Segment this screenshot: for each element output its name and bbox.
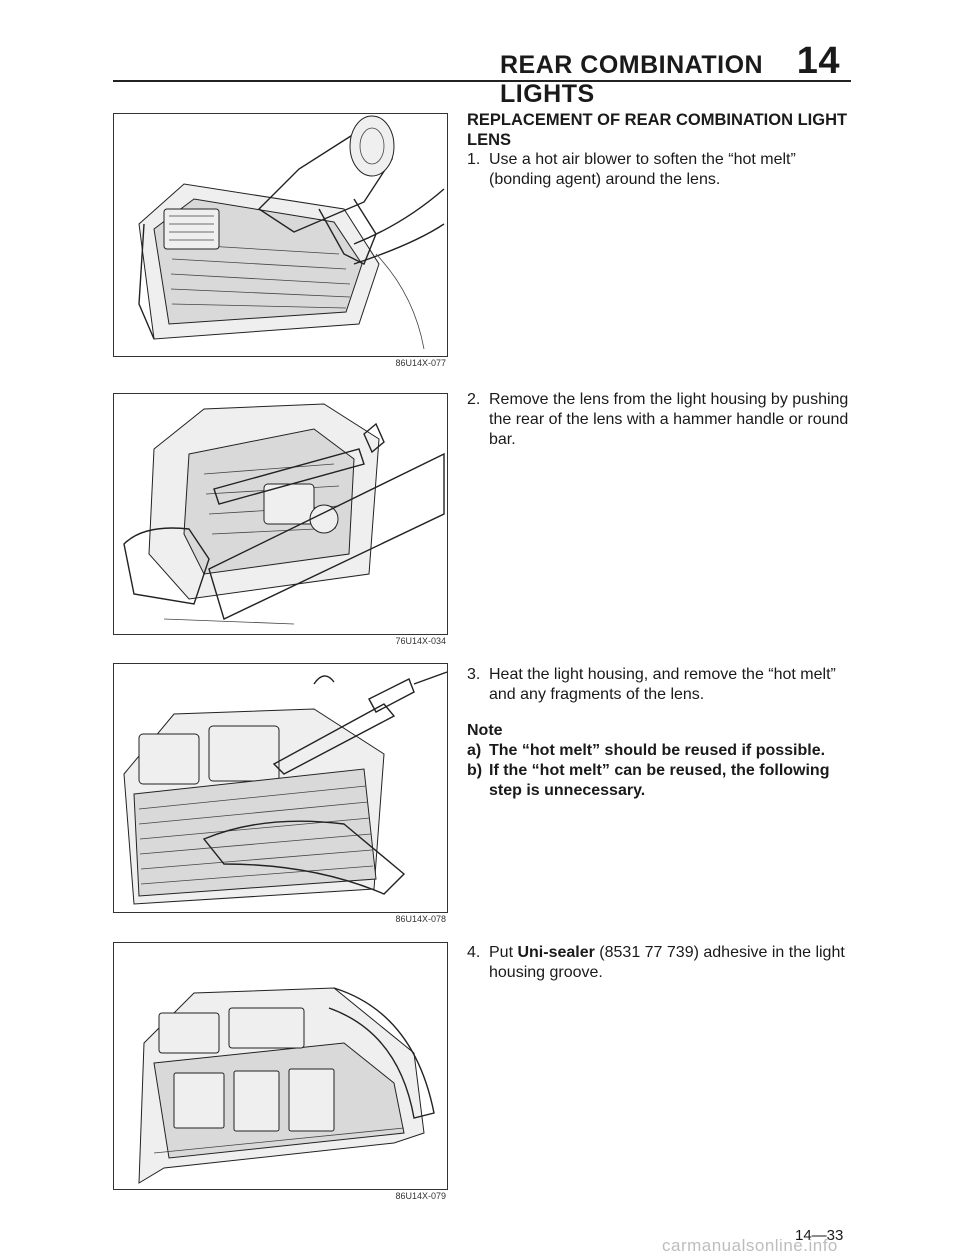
figure-code: 76U14X-034 (395, 636, 446, 646)
note-item-b: b) If the “hot melt” can be reused, the … (467, 761, 862, 801)
step-text: Heat the light housing, and remove the “… (489, 666, 836, 703)
section-step-2: 2. Remove the lens from the light housin… (467, 390, 862, 450)
figure-push-lens (113, 393, 448, 635)
product-name: Uni-sealer (517, 944, 595, 961)
note-item-a: a) The “hot melt” should be reused if po… (467, 741, 862, 761)
step-3: 3. Heat the light housing, and remove th… (467, 665, 862, 705)
figure-remove-hot-melt (113, 663, 448, 913)
section-step-4: 4. Put Uni-sealer (8531 77 739) adhesive… (467, 943, 862, 983)
figure-code: 86U14X-078 (395, 914, 446, 924)
step-number: 1. (467, 151, 481, 168)
page-header: REAR COMBINATION LIGHTS 14 (500, 40, 840, 109)
figure-code: 86U14X-079 (395, 1191, 446, 1201)
chapter-number: 14 (796, 40, 840, 82)
section-heading: REPLACEMENT OF REAR COMBINATION LIGHT LE… (467, 111, 848, 149)
note-item-number: b) (467, 762, 483, 779)
figure-hot-air-blower (113, 113, 448, 357)
note-item-number: a) (467, 742, 482, 759)
step-text: Remove the lens from the light housing b… (489, 391, 849, 448)
figure-apply-sealer (113, 942, 448, 1190)
step-number: 4. (467, 944, 481, 961)
step-text-post: (8531 77 739) adhesive in the light hous… (489, 944, 845, 981)
section-step-3: 3. Heat the light housing, and remove th… (467, 665, 862, 801)
illustration-remove-hot-melt (123, 671, 447, 905)
watermark: carmanualsonline.info (662, 1236, 838, 1255)
step-text: Use a hot air blower to soften the “hot … (489, 151, 796, 188)
step-2: 2. Remove the lens from the light housin… (467, 390, 862, 450)
step-text: Put Uni-sealer (8531 77 739) adhesive in… (489, 943, 862, 983)
note-item-text: The “hot melt” should be reused if possi… (489, 742, 826, 759)
header-title: REAR COMBINATION LIGHTS (500, 51, 764, 108)
note-label: Note (467, 722, 503, 739)
illustration-apply-sealer (138, 987, 435, 1184)
step-text-pre: Put (489, 944, 518, 961)
step-number: 3. (467, 666, 481, 683)
step-4: 4. Put Uni-sealer (8531 77 739) adhesive… (467, 943, 862, 983)
illustration-hot-air-blower (138, 115, 445, 350)
illustration-push-lens (123, 403, 445, 625)
note-item-text: If the “hot melt” can be reused, the fol… (489, 762, 830, 799)
step-number: 2. (467, 391, 481, 408)
section-intro: REPLACEMENT OF REAR COMBINATION LIGHT LE… (467, 110, 862, 190)
figure-code: 86U14X-077 (395, 358, 446, 368)
page-number: 14—33 (795, 1227, 844, 1244)
header-rule (113, 80, 851, 82)
step-1: 1. Use a hot air blower to soften the “h… (467, 150, 862, 190)
